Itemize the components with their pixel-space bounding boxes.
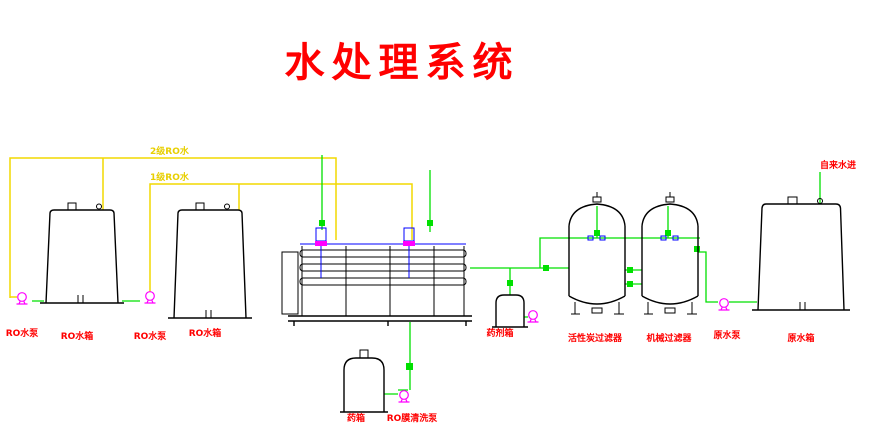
- ro-water-tank-left: [40, 202, 124, 304]
- dosing-pump-icon: [526, 310, 540, 323]
- valve-icon: [319, 220, 325, 226]
- activated-carbon-filter-vessel: [568, 192, 626, 315]
- ro-pump-mid-icon: [143, 291, 157, 304]
- label-ro-pump-left: RO水泵: [6, 327, 40, 339]
- valve-icon: [406, 363, 413, 370]
- label-ro-pump-mid: RO水泵: [134, 330, 168, 342]
- valve-icon: [694, 246, 700, 252]
- label-medicine-tank: 药箱: [347, 412, 365, 424]
- valve-icon: [627, 267, 633, 273]
- valve-icon: [627, 281, 633, 287]
- label-raw-water-pump: 原水泵: [713, 329, 741, 341]
- ro-membrane-skid: [281, 227, 472, 326]
- label-raw-water-tank: 原水箱: [787, 332, 814, 344]
- label-ro-membrane-cleaning-pump: RO膜清洗泵: [387, 412, 439, 424]
- label-tap-water-inlet: 自来水进: [820, 159, 856, 171]
- ro-pump-left-icon: [15, 292, 29, 305]
- valve-icon: [594, 230, 600, 236]
- high-pressure-pump-2: [403, 227, 415, 278]
- valve-icon: [507, 280, 513, 286]
- pipe-second-stage-ro: [9, 157, 337, 298]
- control-panel: [281, 251, 299, 315]
- raw-water-tank: [752, 196, 850, 311]
- label-dosing-tank: 药剂箱: [486, 327, 513, 339]
- label-mechanical-filter: 机械过滤器: [646, 332, 692, 344]
- valve-icon: [543, 265, 549, 271]
- label-second-stage-ro: 2级RO水: [150, 145, 190, 157]
- pipe-membrane-cleaning: [384, 322, 411, 395]
- pipe-filter-to-ro-unit: [470, 206, 700, 295]
- pipe-raw-pump-to-filter: [698, 251, 718, 303]
- valve-icon: [665, 230, 671, 236]
- raw-water-pump-icon: [717, 298, 731, 311]
- pipe-ro-top-risers: [321, 155, 431, 232]
- ro-water-tank-mid: [168, 202, 252, 319]
- label-activated-carbon-filter: 活性炭过滤器: [568, 332, 623, 344]
- label-ro-tank-left: RO水箱: [61, 330, 94, 342]
- label-ro-tank-mid: RO水箱: [189, 327, 222, 339]
- cleaning-pump-icon: [397, 390, 411, 403]
- pipe-first-stage-ro: [149, 183, 413, 292]
- valve-icon: [427, 220, 433, 226]
- high-pressure-pump-1: [315, 227, 327, 278]
- dosing-tank: [492, 294, 528, 328]
- medicine-tank: [340, 349, 388, 413]
- page-title: 水处理系统: [285, 40, 520, 86]
- mechanical-filter-vessel: [641, 192, 699, 315]
- label-first-stage-ro: 1级RO水: [150, 171, 190, 183]
